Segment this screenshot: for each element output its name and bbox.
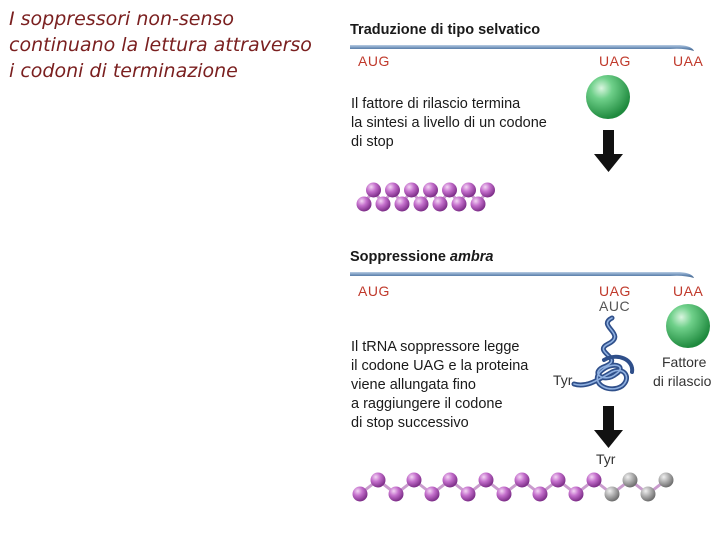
amino-acid-bead (375, 196, 391, 212)
amino-acid-bead (442, 472, 458, 488)
amber-description-line-4: a raggiungere il codone (351, 396, 503, 412)
amino-acid-bead (496, 486, 512, 502)
amino-acid-bead (388, 486, 404, 502)
amino-acid-bead (356, 196, 372, 212)
amino-acid-bead (478, 472, 494, 488)
amino-acid-bead (532, 486, 548, 502)
wild-type-codon-aug: AUG (358, 53, 390, 69)
amino-acid-bead (550, 472, 566, 488)
amino-acid-bead (470, 196, 486, 212)
amino-acid-bead (424, 486, 440, 502)
chain-tyr-label: Tyr (596, 451, 616, 467)
wild-type-description-line-1: Il fattore di rilascio termina (351, 96, 521, 112)
wild-type-description-line-3: di stop (351, 134, 394, 150)
slide-title: I soppressori non-senso continuano la le… (9, 6, 339, 84)
amino-acid-bead (413, 196, 429, 212)
release-factor-ball-icon (586, 75, 630, 119)
amino-acid-bead-gray (604, 486, 620, 502)
amino-acid-bead (432, 196, 448, 212)
amber-codon-aug: AUG (358, 283, 390, 299)
wild-type-mrna (350, 45, 694, 51)
wild-type-codon-uag: UAG (599, 53, 631, 69)
slide-title-line-1: I soppressori non-senso (9, 8, 235, 30)
amber-description-line-3: viene allungata fino (351, 377, 476, 393)
amino-acid-bead (385, 182, 400, 198)
wild-type-title: Traduzione di tipo selvatico (350, 22, 540, 38)
down-arrow-icon (594, 130, 623, 172)
slide-title-line-3: i codoni di terminazione (9, 60, 238, 82)
amino-acid-bead-gray (658, 472, 674, 488)
amino-acid-bead (461, 182, 476, 198)
amber-mrna (350, 272, 694, 278)
amino-acid-bead (442, 182, 457, 198)
amber-title: Soppressione ambra (350, 249, 493, 265)
wild-type-polypeptide-chain (356, 182, 495, 212)
amino-acid-bead (586, 472, 602, 488)
amber-codon-uaa: UAA (673, 283, 703, 299)
amino-acid-bead (514, 472, 530, 488)
amino-acid-bead (370, 472, 386, 488)
down-arrow-icon-amber (594, 406, 623, 448)
wild-type-codon-uaa: UAA (673, 53, 703, 69)
wild-type-description-line-2: la sintesi a livello di un codone (351, 115, 547, 131)
amber-description-line-5: di stop successivo (351, 415, 469, 431)
chain-backbone (359, 478, 667, 496)
amber-codon-uag: UAG (599, 283, 631, 299)
amber-title-italic: ambra (450, 249, 494, 265)
amino-acid-bead (451, 196, 467, 212)
amino-acid-bead (480, 182, 495, 198)
amber-description-line-1: Il tRNA soppressore legge (351, 339, 519, 355)
amino-acid-bead (366, 182, 381, 198)
amino-acid-bead (352, 486, 368, 502)
amino-acid-bead (406, 472, 422, 488)
amber-description-line-2: il codone UAG e la proteina (351, 358, 529, 374)
amino-acid-bead-gray (640, 486, 656, 502)
suppressor-trna-icon (571, 315, 635, 392)
amino-acid-bead (394, 196, 410, 212)
amino-acid-bead (423, 182, 438, 198)
amber-anticodon-auc: AUC (599, 298, 630, 314)
amino-acid-bead-gray (622, 472, 638, 488)
release-factor-label-line-1: Fattore (662, 354, 707, 370)
amino-acid-bead (404, 182, 419, 198)
release-factor-ball-icon-amber (666, 304, 710, 348)
amino-acid-bead (568, 486, 584, 502)
amber-polypeptide-chain (352, 472, 674, 502)
slide-title-line-2: continuano la lettura attraverso (9, 34, 312, 56)
trna-tyr-label: Tyr (553, 372, 573, 388)
amber-title-plain: Soppressione (350, 249, 450, 265)
amino-acid-bead (460, 486, 476, 502)
release-factor-label-line-2: di rilascio (653, 373, 712, 389)
